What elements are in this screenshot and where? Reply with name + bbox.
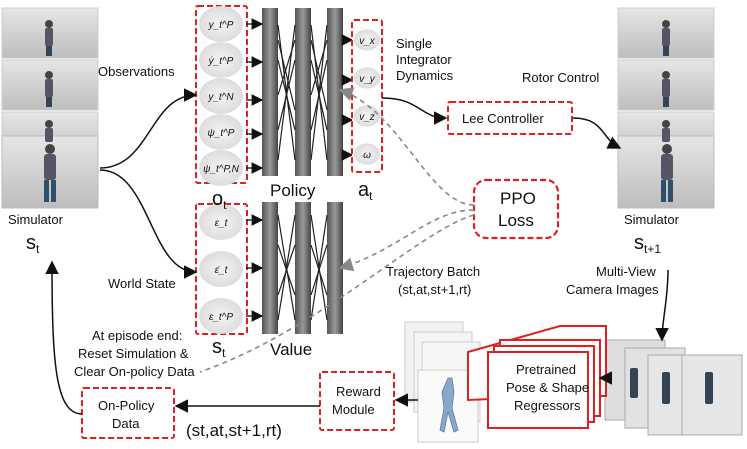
ppo-label-line2: Loss bbox=[498, 211, 534, 230]
episode-end-line2: Reset Simulation & bbox=[78, 346, 189, 361]
obs-to-policy-arrows bbox=[246, 18, 264, 322]
lee-controller-box bbox=[447, 101, 573, 135]
action-cell-label: v_x bbox=[359, 36, 376, 47]
sim-to-world-arrow bbox=[99, 169, 198, 279]
single-integrator-line1: Single bbox=[396, 36, 432, 51]
ppo-label-line1: PPO bbox=[500, 189, 536, 208]
observation-cell-label: ψ_t^P bbox=[208, 128, 235, 139]
ppo-to-policy-arrow bbox=[338, 87, 475, 206]
world-state-label: World State bbox=[108, 276, 176, 291]
ppo-to-value-arrow bbox=[338, 209, 475, 272]
episode-end-line1: At episode end: bbox=[92, 328, 182, 343]
episode-end-line3: Clear On-policy Data bbox=[74, 364, 195, 379]
simulator-left-label: Simulator bbox=[8, 212, 64, 227]
multiview-camera-images bbox=[604, 339, 743, 436]
trajectory-tuple: (st,at,st+1,rt) bbox=[398, 282, 471, 297]
action-cell bbox=[354, 67, 380, 89]
action-cell-label: v_z bbox=[359, 112, 375, 123]
reward-line2: Module bbox=[332, 402, 375, 417]
world-state-cell-label: ε_t^P bbox=[209, 312, 233, 323]
action-cell-label: ω bbox=[363, 150, 371, 161]
action-cell bbox=[354, 143, 380, 165]
observation-cell-label: y_t^N bbox=[207, 92, 234, 103]
value-network bbox=[262, 202, 343, 334]
pretrained-regressors-stack bbox=[467, 325, 607, 429]
simulator-right-label: Simulator bbox=[624, 212, 680, 227]
action-cell-label: v_y bbox=[359, 74, 376, 85]
observation-cell bbox=[199, 77, 243, 115]
reward-module-box bbox=[319, 371, 395, 431]
policy-network bbox=[262, 8, 343, 176]
policy-to-action-arrows bbox=[341, 34, 354, 161]
lee-to-sim-arrow bbox=[571, 117, 622, 149]
single-integrator-line3: Dynamics bbox=[396, 68, 454, 83]
multiview-line1: Multi-View bbox=[596, 264, 656, 279]
pretrained-line2: Pose & Shape bbox=[506, 380, 589, 395]
observation-cells: y_t^P ẏ_t^P y_t^N ψ_t^P ψ_t^P,N bbox=[199, 5, 243, 187]
observation-cell-label: ψ_t^P,N bbox=[203, 164, 239, 175]
bottom-tuple: (st,at,st+1,rt) bbox=[186, 421, 282, 440]
sim-to-obs-arrow bbox=[99, 88, 198, 169]
simulator-frames-left bbox=[1, 7, 99, 209]
world-state-cell-label: ε_t bbox=[215, 218, 229, 229]
observation-cell bbox=[199, 41, 243, 79]
observation-cell-label: ẏ_t^P bbox=[208, 56, 234, 67]
pretrained-line1: Pretrained bbox=[516, 362, 576, 377]
world-state-cell bbox=[199, 203, 243, 241]
obs-vector-label: ot bbox=[212, 188, 227, 212]
world-state-cell bbox=[199, 250, 243, 288]
world-state-cell bbox=[199, 297, 243, 335]
pretrained-line3: Regressors bbox=[514, 398, 581, 413]
sim-to-camera-arrow bbox=[655, 269, 669, 342]
lee-controller-label: Lee Controller bbox=[462, 111, 544, 126]
world-vector-label: st bbox=[212, 336, 226, 360]
on-policy-line1: On-Policy bbox=[98, 398, 155, 413]
observation-cell bbox=[199, 113, 243, 151]
single-integrator-line2: Integrator bbox=[396, 52, 452, 67]
trajectory-batch-label: Trajectory Batch bbox=[386, 264, 480, 279]
world-state-cells: ε_t ε̇_t ε_t^P bbox=[199, 203, 243, 335]
action-to-lee-arrow bbox=[381, 97, 448, 125]
observation-cell bbox=[199, 5, 243, 43]
reward-line1: Reward bbox=[336, 384, 381, 399]
value-label: Value bbox=[270, 340, 312, 359]
ppo-loss-box bbox=[472, 178, 560, 240]
action-cell bbox=[354, 29, 380, 51]
on-policy-data-box bbox=[81, 387, 175, 439]
observations-label: Observations bbox=[98, 64, 175, 79]
data-to-sim-arrow bbox=[45, 260, 83, 415]
observation-cell bbox=[199, 149, 243, 187]
rotor-control-label: Rotor Control bbox=[522, 70, 599, 85]
state-left-label: st bbox=[26, 232, 40, 256]
observation-cell-label: y_t^P bbox=[208, 20, 234, 31]
multiview-line2: Camera Images bbox=[566, 282, 659, 297]
state-right-label: st+1 bbox=[634, 232, 661, 256]
world-state-cell-label: ε̇_t bbox=[215, 265, 229, 276]
action-cells: v_x v_y v_z ω bbox=[354, 29, 380, 165]
on-policy-line2: Data bbox=[112, 416, 140, 431]
action-vector-label: at bbox=[358, 179, 373, 203]
action-cell bbox=[354, 105, 380, 127]
simulator-frames-right bbox=[617, 7, 715, 209]
policy-label: Policy bbox=[270, 181, 316, 200]
